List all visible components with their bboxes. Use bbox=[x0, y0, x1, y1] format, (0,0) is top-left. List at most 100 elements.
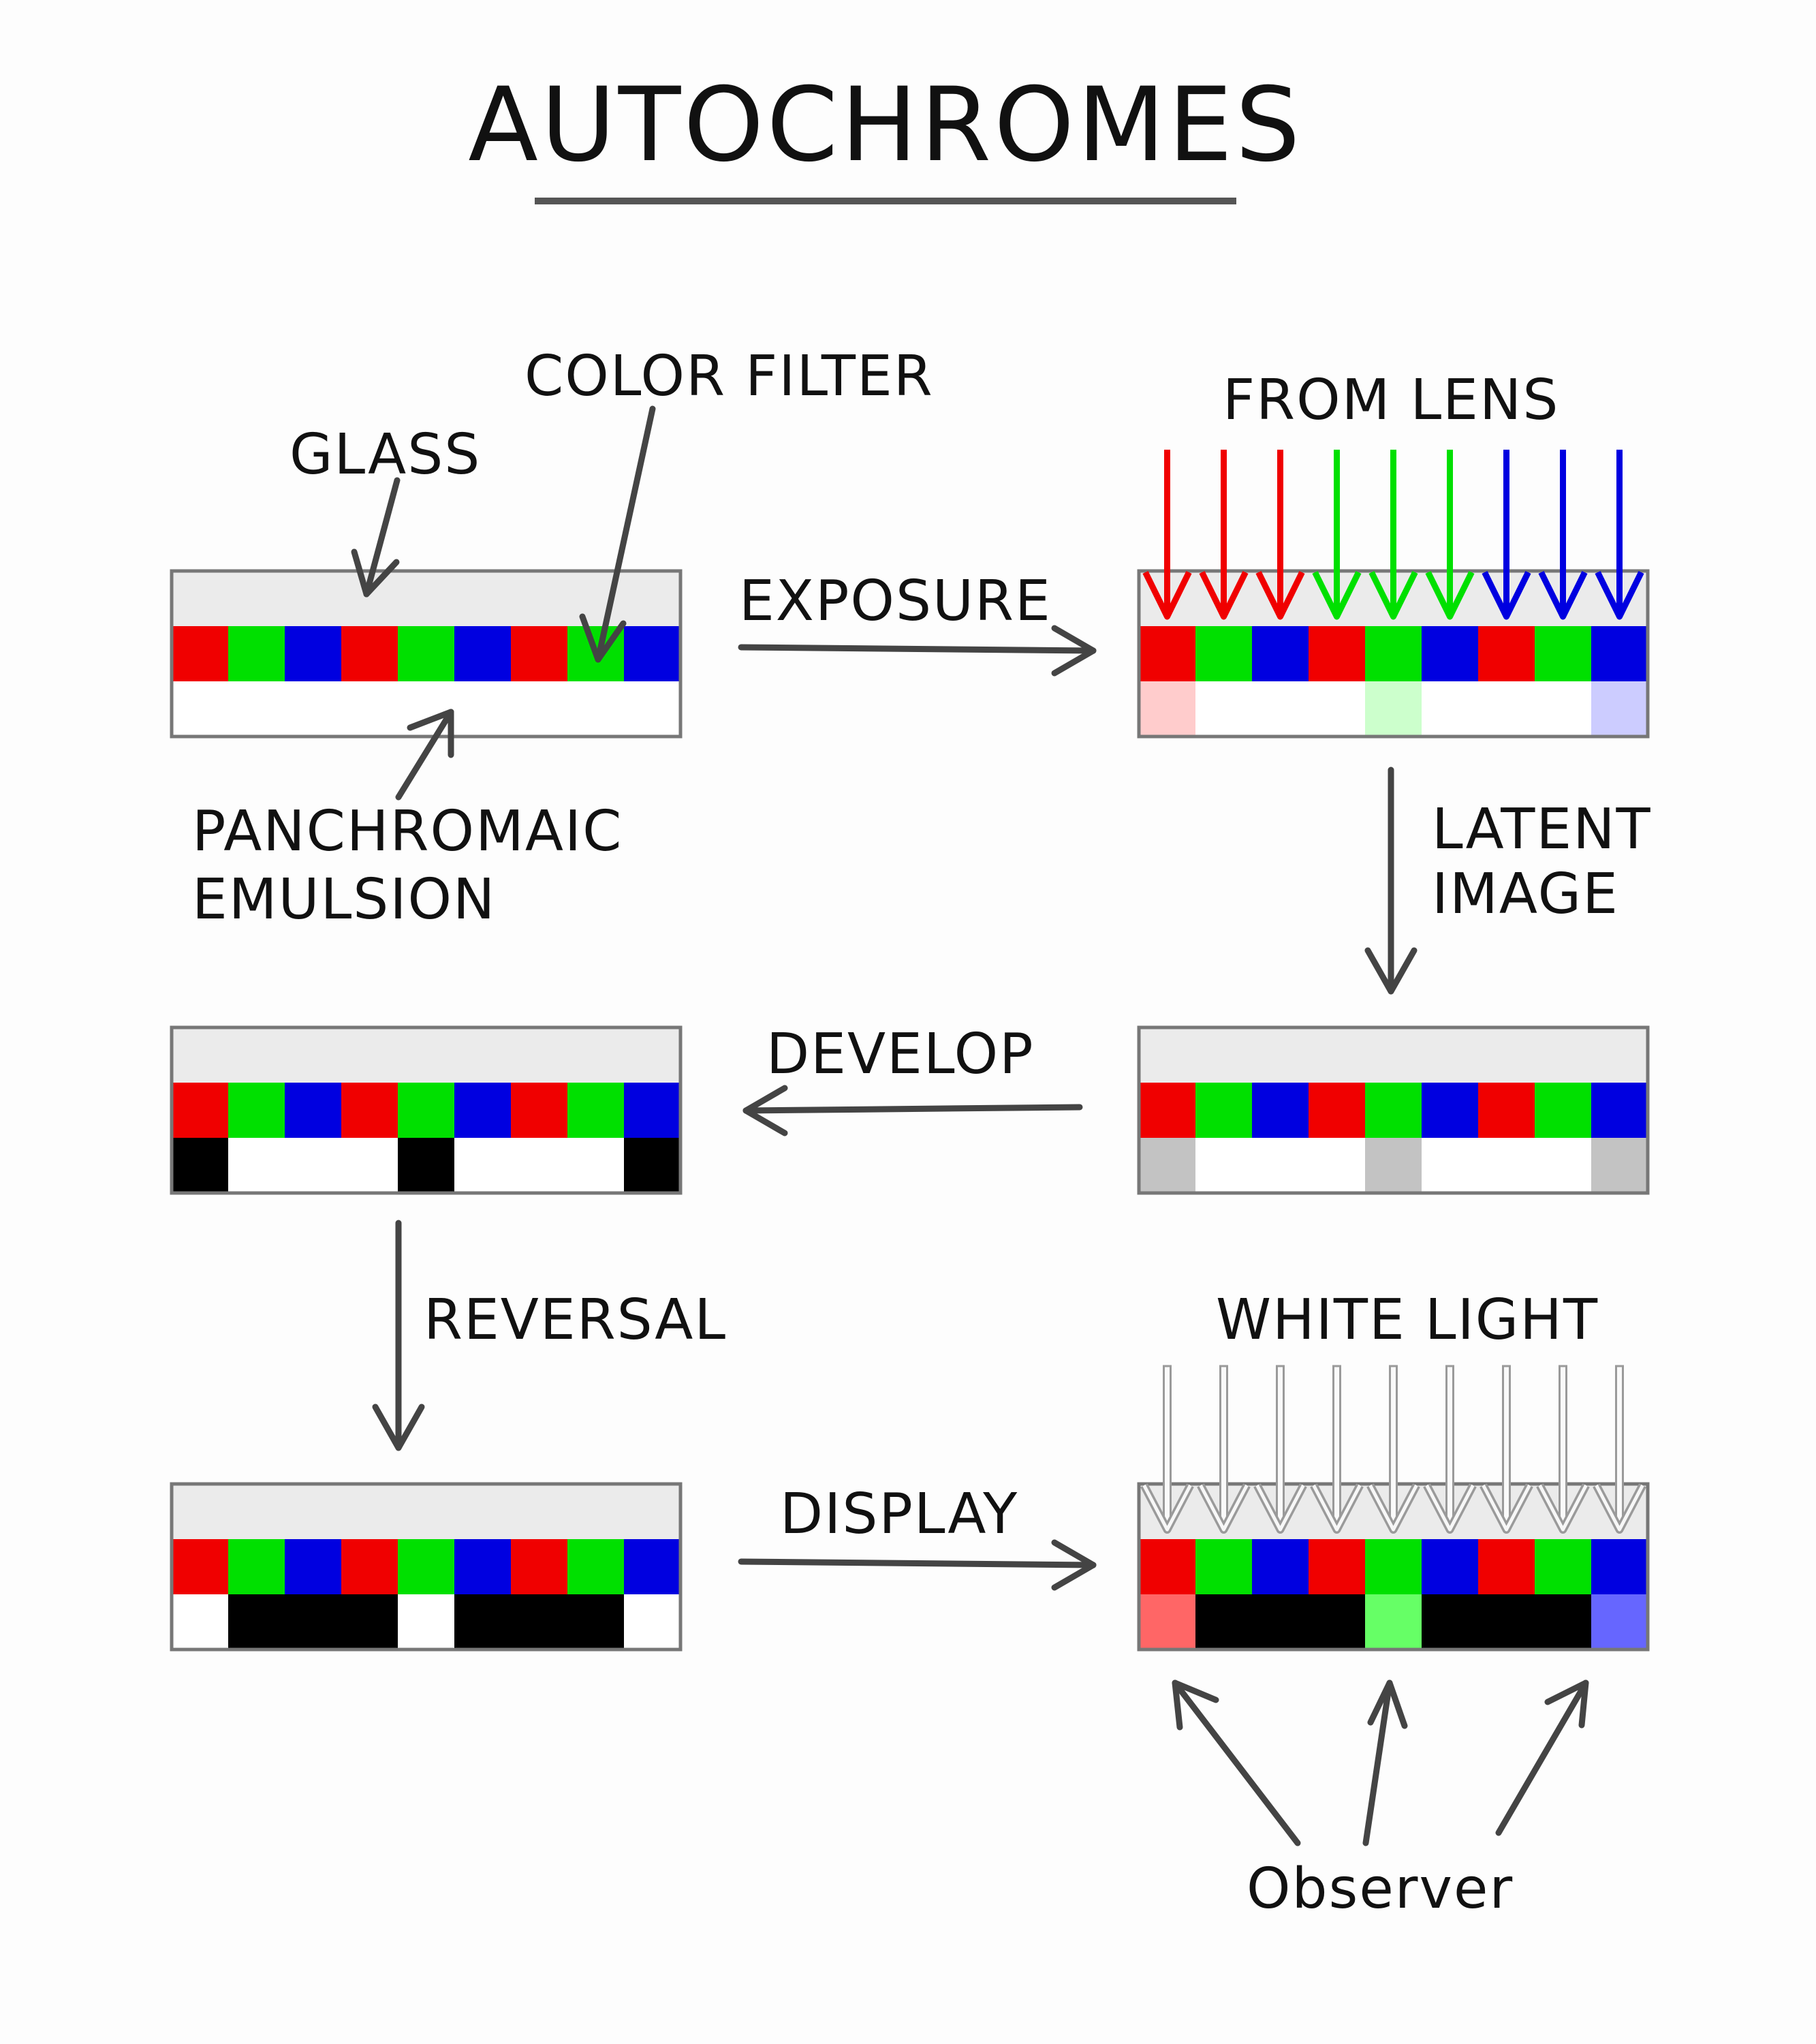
latent-label-line2: IMAGE bbox=[1432, 862, 1619, 927]
filter-cell-blue bbox=[1252, 1083, 1309, 1138]
ray-red bbox=[1142, 450, 1192, 620]
filter-cell-green bbox=[228, 1083, 285, 1138]
emulsion-cell bbox=[1309, 1138, 1365, 1193]
emulsion-cell bbox=[511, 681, 567, 737]
exposure-label: EXPOSURE bbox=[739, 569, 1052, 634]
color-filter-pointer-arrow bbox=[579, 405, 656, 663]
emulsion-cell bbox=[341, 1138, 398, 1193]
filter-cell-red bbox=[1139, 1083, 1195, 1138]
filter-cell-green bbox=[1365, 1539, 1422, 1594]
emulsion-cell bbox=[511, 1594, 567, 1650]
filter-cell-red bbox=[1309, 1539, 1365, 1594]
filter-cell-green bbox=[1365, 1083, 1422, 1138]
display-arrow bbox=[738, 1539, 1097, 1591]
plate-latent bbox=[1137, 1025, 1650, 1195]
emulsion-cell bbox=[1195, 681, 1252, 737]
filter-cell-red bbox=[172, 626, 228, 681]
plate-outline bbox=[170, 1482, 683, 1652]
plate-reversed bbox=[170, 1482, 683, 1652]
filter-cell-green bbox=[398, 1539, 454, 1594]
filter-cell-blue bbox=[624, 626, 680, 681]
emulsion-cell bbox=[1478, 1594, 1535, 1650]
emulsion-cell bbox=[1422, 1138, 1478, 1193]
emulsion-cell bbox=[1195, 1594, 1252, 1650]
emulsion-cell bbox=[1252, 681, 1309, 737]
emulsion-cell bbox=[1591, 1138, 1648, 1193]
observer-label: Observer bbox=[1247, 1857, 1514, 1921]
emulsion-cell bbox=[398, 681, 454, 737]
filter-cell-red bbox=[511, 1083, 567, 1138]
ray-red bbox=[1255, 450, 1305, 620]
glass-layer bbox=[1139, 1027, 1648, 1083]
emulsion-cell bbox=[341, 681, 398, 737]
filter-cell-red bbox=[341, 1083, 398, 1138]
filter-cell-red bbox=[172, 1539, 228, 1594]
lens-rays bbox=[1142, 450, 1644, 620]
glass-label: GLASS bbox=[289, 422, 481, 487]
filter-cell-green bbox=[398, 1083, 454, 1138]
emulsion-cell bbox=[1591, 681, 1648, 737]
emulsion-cell bbox=[1365, 1594, 1422, 1650]
ray-blue bbox=[1538, 450, 1588, 620]
plate-initial bbox=[170, 569, 683, 739]
glass-layer bbox=[172, 571, 680, 626]
filter-cell-green bbox=[567, 1083, 624, 1138]
emulsion-cell bbox=[511, 1138, 567, 1193]
glass-layer bbox=[172, 1484, 680, 1539]
plate-outline bbox=[1137, 1025, 1650, 1195]
emulsion-cell bbox=[454, 1594, 511, 1650]
develop-arrow bbox=[742, 1085, 1083, 1136]
plate-developed bbox=[170, 1025, 683, 1195]
emulsion-cell bbox=[1535, 681, 1591, 737]
filter-cell-red bbox=[1478, 1083, 1535, 1138]
filter-cell-blue bbox=[1591, 1539, 1648, 1594]
emulsion-cell bbox=[172, 1138, 228, 1193]
exposure-arrow bbox=[738, 625, 1097, 677]
filter-cell-red bbox=[341, 626, 398, 681]
emulsion-cell bbox=[624, 1594, 680, 1650]
reversal-label: REVERSAL bbox=[424, 1288, 727, 1352]
ray-white bbox=[1593, 1365, 1646, 1534]
emulsion-cell bbox=[1365, 1138, 1422, 1193]
emulsion-pointer-arrow bbox=[395, 709, 454, 801]
filter-cell-blue bbox=[1422, 626, 1478, 681]
filter-cell-blue bbox=[1591, 626, 1648, 681]
filter-cell-green bbox=[1195, 626, 1252, 681]
latent-label-line1: LATENT bbox=[1432, 797, 1652, 862]
observer-arrow-left bbox=[1172, 1679, 1301, 1846]
filter-cell-red bbox=[1139, 1539, 1195, 1594]
filter-cell-red bbox=[1309, 1083, 1365, 1138]
emulsion-cell bbox=[1365, 681, 1422, 737]
ray-green bbox=[1368, 450, 1418, 620]
emulsion-cell bbox=[1139, 681, 1195, 737]
observer-arrow-right bbox=[1495, 1679, 1589, 1836]
emulsion-cell bbox=[172, 681, 228, 737]
panchromatic-label-line1: PANCHROMAIC bbox=[192, 799, 623, 864]
filter-cell-blue bbox=[285, 1539, 341, 1594]
filter-cell-blue bbox=[624, 1539, 680, 1594]
ray-white bbox=[1536, 1365, 1590, 1534]
filter-cell-red bbox=[172, 1083, 228, 1138]
emulsion-cell bbox=[1478, 1138, 1535, 1193]
emulsion-cell bbox=[398, 1594, 454, 1650]
develop-label: DEVELOP bbox=[766, 1022, 1035, 1087]
glass-pointer-arrow bbox=[351, 477, 401, 598]
filter-cell-red bbox=[341, 1539, 398, 1594]
emulsion-cell bbox=[1195, 1138, 1252, 1193]
ray-blue bbox=[1595, 450, 1644, 620]
filter-cell-blue bbox=[285, 626, 341, 681]
filter-cell-blue bbox=[1422, 1083, 1478, 1138]
ray-white bbox=[1140, 1365, 1194, 1534]
ray-white bbox=[1480, 1365, 1533, 1534]
plate-outline bbox=[170, 569, 683, 739]
title-underline bbox=[535, 198, 1236, 204]
emulsion-cell bbox=[285, 1138, 341, 1193]
emulsion-cell bbox=[398, 1138, 454, 1193]
ray-white bbox=[1253, 1365, 1307, 1534]
ray-white bbox=[1310, 1365, 1364, 1534]
ray-green bbox=[1425, 450, 1475, 620]
filter-cell-blue bbox=[454, 1539, 511, 1594]
emulsion-cell bbox=[1422, 1594, 1478, 1650]
emulsion-cell bbox=[1535, 1138, 1591, 1193]
emulsion-cell bbox=[454, 681, 511, 737]
